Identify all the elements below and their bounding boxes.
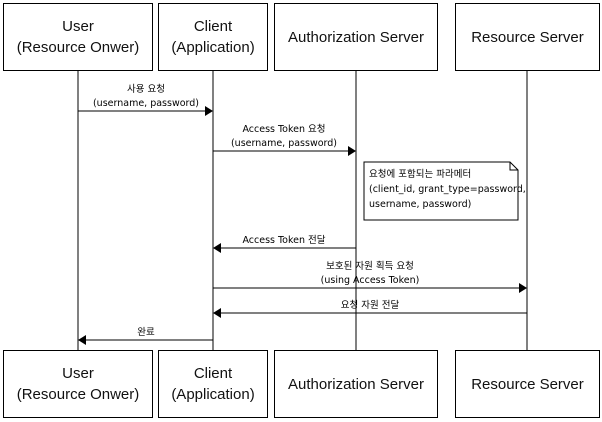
- arrowhead-m3: [213, 243, 221, 253]
- participant-client-bottom: Client (Application): [158, 350, 268, 418]
- participant-user-name: User: [62, 365, 94, 382]
- arrowhead-m5: [213, 308, 221, 318]
- m2-label: Access Token 요청: [242, 124, 325, 135]
- note-fold: [509, 162, 518, 171]
- participant-user-bottom: User (Resource Onwer): [3, 350, 153, 418]
- m5-label: 요청 자원 전달: [341, 299, 400, 311]
- participant-resource-top: Resource Server: [455, 3, 600, 71]
- participant-auth-top: Authorization Server: [274, 3, 438, 71]
- m6-label: 완료: [137, 327, 155, 338]
- m1-params: (username, password): [93, 98, 199, 109]
- note-line-2: (client_id, grant_type=password,: [369, 184, 526, 195]
- m1-label: 사용 요청: [127, 84, 165, 95]
- participant-client-name: Client: [193, 18, 233, 35]
- participant-client-role: (Application): [171, 39, 255, 56]
- m4-label: 보호된 자원 획득 요청: [326, 260, 414, 272]
- m4-params: (using Access Token): [321, 275, 420, 286]
- participant-user-role: (Resource Onwer): [16, 39, 140, 56]
- participant-user-name: User: [62, 18, 94, 35]
- participant-client-name: Client: [193, 365, 233, 382]
- participant-resource-bottom: Resource Server: [455, 350, 600, 418]
- note: 요청에 포함되는 파라메터 (client_id, grant_type=pas…: [364, 162, 526, 220]
- participant-resource-name: Resource Server: [471, 375, 584, 393]
- participant-resource-name: Resource Server: [471, 28, 584, 46]
- m3-label: Access Token 전달: [242, 234, 325, 246]
- note-line-1: 요청에 포함되는 파라메터: [369, 169, 472, 180]
- participant-client-top: Client (Application): [158, 3, 268, 71]
- participant-user-role: (Resource Onwer): [16, 386, 140, 403]
- m2-params: (username, password): [231, 138, 337, 149]
- participant-auth-bottom: Authorization Server: [274, 350, 438, 418]
- note-shape: [363, 161, 519, 221]
- arrowhead-m2: [348, 146, 356, 156]
- participant-client-role: (Application): [171, 386, 255, 403]
- arrowhead-m4: [519, 283, 527, 293]
- arrowhead-m6: [78, 335, 86, 345]
- participant-auth-name: Authorization Server: [288, 28, 424, 46]
- participant-auth-name: Authorization Server: [288, 375, 424, 393]
- participant-user-top: User (Resource Onwer): [3, 3, 153, 71]
- arrowhead-m1: [205, 106, 213, 116]
- note-line-3: username, password): [369, 199, 472, 210]
